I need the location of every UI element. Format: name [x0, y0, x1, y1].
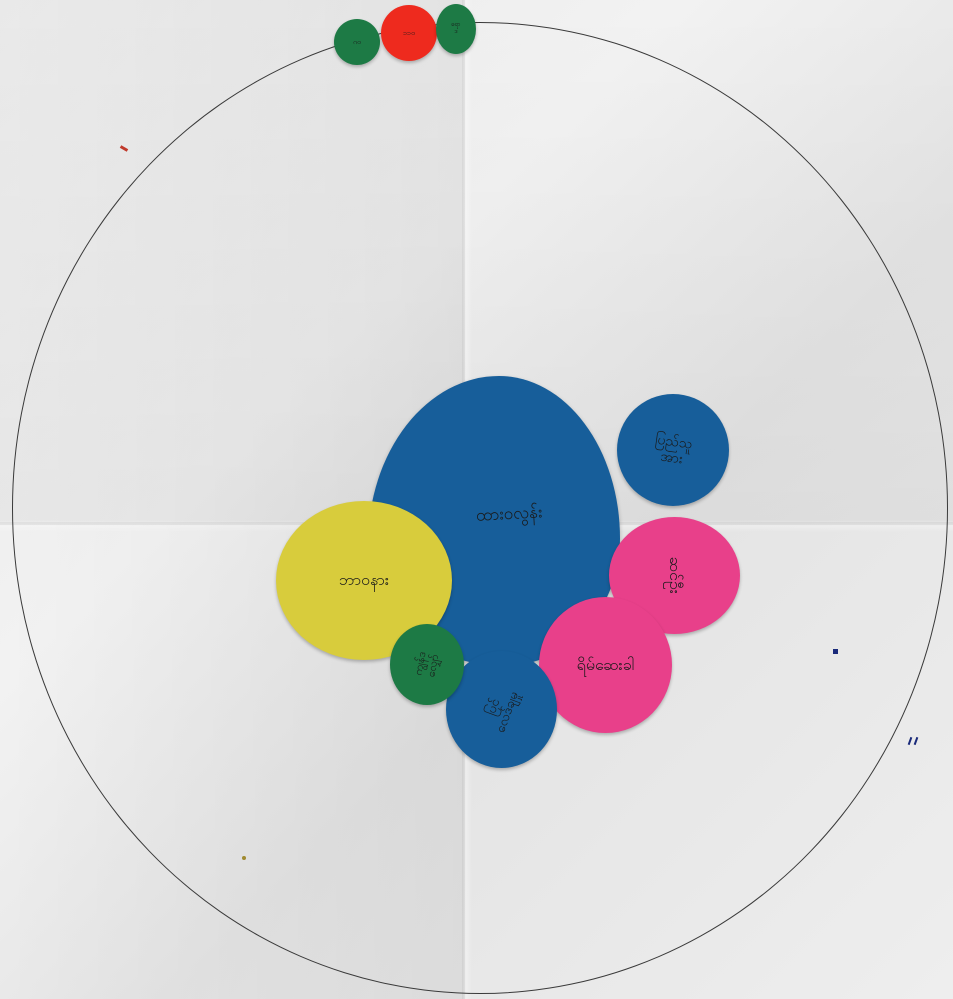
- top-circle-left: ဂဝ: [334, 19, 380, 65]
- circle-blue-top-right: ပြည်သူ အား: [617, 394, 729, 506]
- circle-yellow-label: ဘာဝနား: [339, 571, 389, 589]
- top-circle-right: ရော ဒ: [436, 4, 476, 54]
- circle-pink-right-label: ဆင်ဦး: [665, 557, 683, 594]
- ink-mark: [833, 649, 838, 654]
- top-circle-center: ၁၁၀: [381, 5, 437, 61]
- ink-mark: [242, 856, 246, 860]
- circle-green-label: ကျွန်ဒ လျှော်: [412, 651, 441, 679]
- top-circle-right-label: ရော ဒ: [451, 22, 460, 36]
- center-circle-label: ထားဝလွန်း: [475, 503, 542, 526]
- top-circle-left-label: ဂဝ: [353, 38, 361, 46]
- circle-pink-lower-label: ရိမ်ဆေးခါ: [577, 656, 635, 674]
- circle-green: ကျွန်ဒ လျှော်: [390, 624, 464, 705]
- circle-blue-top-right-label: ပြည်သူ အား: [652, 431, 694, 468]
- top-circle-center-label: ၁၁၀: [403, 29, 415, 37]
- circle-pink-lower: ရိမ်ဆေးခါ: [539, 597, 672, 733]
- circle-blue-bottom-label: ပြင် လေဒ်ချမှု: [480, 684, 523, 734]
